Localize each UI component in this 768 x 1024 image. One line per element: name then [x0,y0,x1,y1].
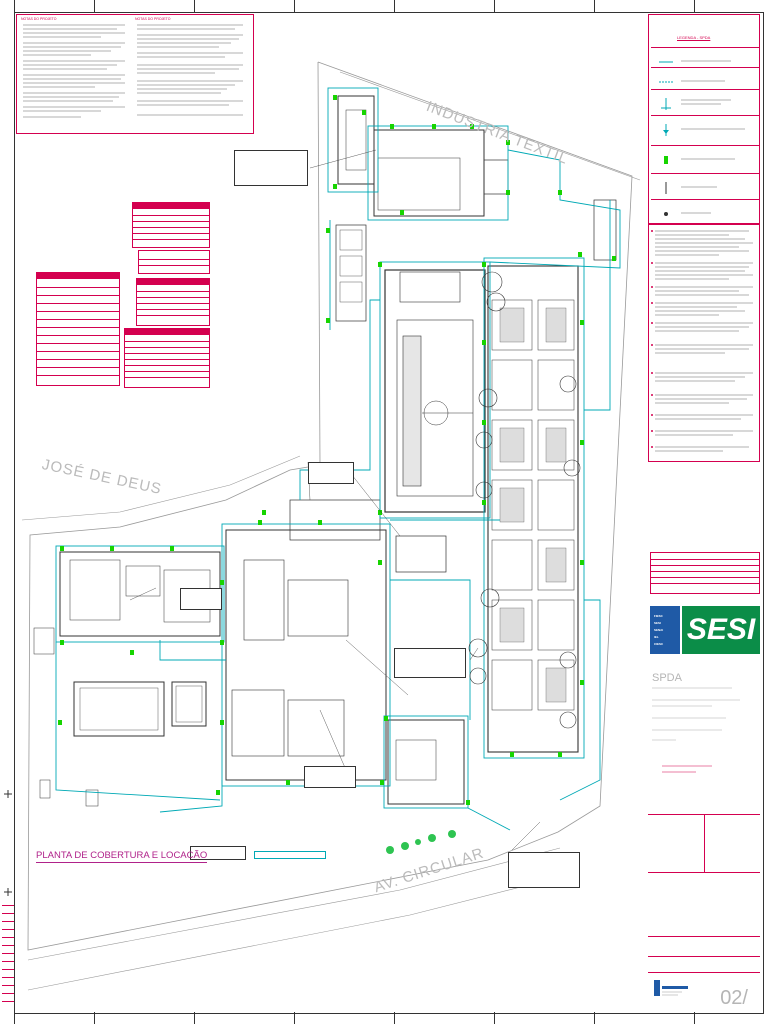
administration-block [387,719,465,805]
pool-large [73,681,165,737]
sheet-number: 02/ [720,987,748,1009]
street-edge-bottom-2 [27,871,581,991]
conductor-symbol-icon [659,61,673,63]
notes-column-1: NOTAS DO PROJETO [21,17,131,123]
sheet-frame [14,12,764,1014]
site-boundary [27,61,633,951]
legend-row [651,115,759,144]
bottom-ruler [14,1012,762,1024]
plus-mark [4,790,12,798]
notes-column-2: NOTAS DO PROJETO [135,17,249,123]
north-block [337,95,375,185]
conductor-network [55,87,621,831]
legend-row [651,199,759,228]
notes-text-lines-2 [137,24,243,116]
bleachers [402,335,422,487]
quantity-table-1 [132,202,210,248]
fiesc-logo: FIESC SESI SENAI IEL CIESC [650,606,680,654]
specification-text-lines [651,230,753,452]
callout-note [190,846,246,860]
spda-legend: LEGENDA - SPDA [648,14,760,224]
title-block-lines [652,687,740,773]
industrial-shed [373,129,485,217]
down-conductor-symbol-icon [659,81,673,83]
project-notes: NOTAS DO PROJETO NOTAS DO PROJETO [16,14,254,134]
revision-table [650,552,760,594]
notes-heading-2: NOTAS DO PROJETO [135,17,171,21]
callout-note [234,150,308,186]
street-edge-left [21,455,301,521]
capture-point-symbol-icon [664,156,668,164]
palms [386,830,456,854]
central-block [225,529,387,781]
legend-title: LEGENDA - SPDA [677,35,711,40]
capture-points [58,95,616,805]
plan-title: PLANTA DE COBERTURA E LOCACÃO [36,850,208,863]
legend-row [651,89,759,118]
gymnasium [384,269,486,513]
inspection-box-symbol-icon [665,182,667,194]
legend-row [651,47,759,76]
client-logos: FIESC SESI SENAI IEL CIESC SESI [650,604,760,656]
air-terminal-symbol-icon [661,98,671,110]
top-ruler [14,0,762,12]
equipotential-symbol-icon [664,212,668,216]
project-name: SPDA [652,672,682,684]
notes-text-lines [23,24,125,118]
callout-note [304,766,356,788]
quantity-table-5 [124,328,210,388]
quantity-table-4 [36,272,120,386]
plus-mark [4,888,12,896]
callout-note [180,588,222,610]
quantity-table-2 [138,250,210,274]
classroom-wing [487,265,579,753]
pool-small [171,681,207,727]
title-block: SPDA 02/ [648,660,760,1012]
street-edge-bottom [27,847,561,961]
callout-note [254,851,326,859]
callout-note [308,462,354,484]
quantity-table-3 [136,278,210,326]
sesi-logo: SESI [682,606,760,654]
notes-heading: NOTAS DO PROJETO [21,17,57,21]
callout-note [394,648,466,678]
designer-logo [654,980,688,996]
ground-rod-symbol-icon [663,124,669,136]
spda-specifications [648,224,760,462]
legend-row [651,173,759,202]
callout-note [508,852,580,888]
legend-row [651,67,759,96]
left-revision-strip [0,905,14,1012]
trees [468,271,581,729]
legend-row [651,145,759,174]
